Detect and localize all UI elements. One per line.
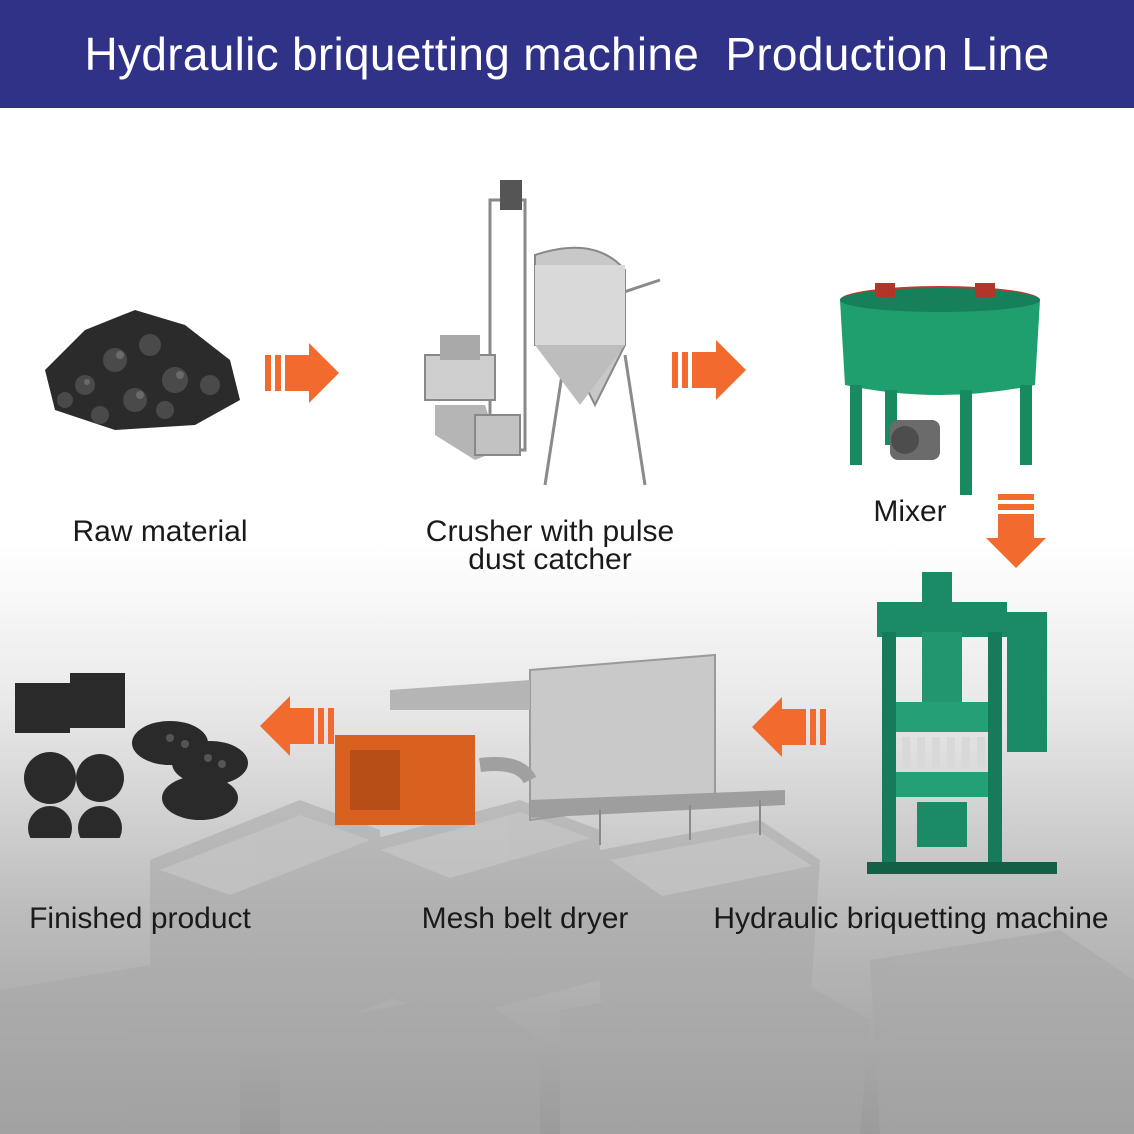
step-label-mixer: Mixer — [873, 495, 947, 528]
finished-product-image — [15, 673, 248, 838]
arrow-right-icon — [672, 340, 746, 400]
step-label-finished-product: Finished product — [29, 902, 251, 935]
step-label-hydraulic-press: Hydraulic briquetting machine — [713, 902, 1109, 935]
page-title: Hydraulic briquetting machine Production… — [84, 28, 1050, 80]
header-banner: Hydraulic briquetting machine Production… — [0, 0, 1134, 108]
step-label-crusher-line2: dust catcher — [468, 543, 632, 576]
arrow-down-icon — [986, 494, 1046, 568]
step-label-crusher: Crusher with pulse dust catcher — [390, 515, 710, 576]
raw-material-image — [45, 310, 240, 430]
step-label-mesh-belt-dryer: Mesh belt dryer — [421, 902, 629, 935]
arrow-left-icon — [752, 697, 826, 757]
step-label-raw-material: Raw material — [72, 515, 248, 548]
hydraulic-press-image — [867, 572, 1057, 874]
arrow-left-icon — [260, 696, 334, 756]
step-label-crusher-line1: Crusher with pulse — [425, 515, 675, 548]
crusher-image — [424, 180, 661, 486]
arrow-right-icon — [265, 343, 339, 403]
mixer-image — [840, 283, 1040, 495]
mesh-belt-dryer-image — [335, 653, 785, 845]
